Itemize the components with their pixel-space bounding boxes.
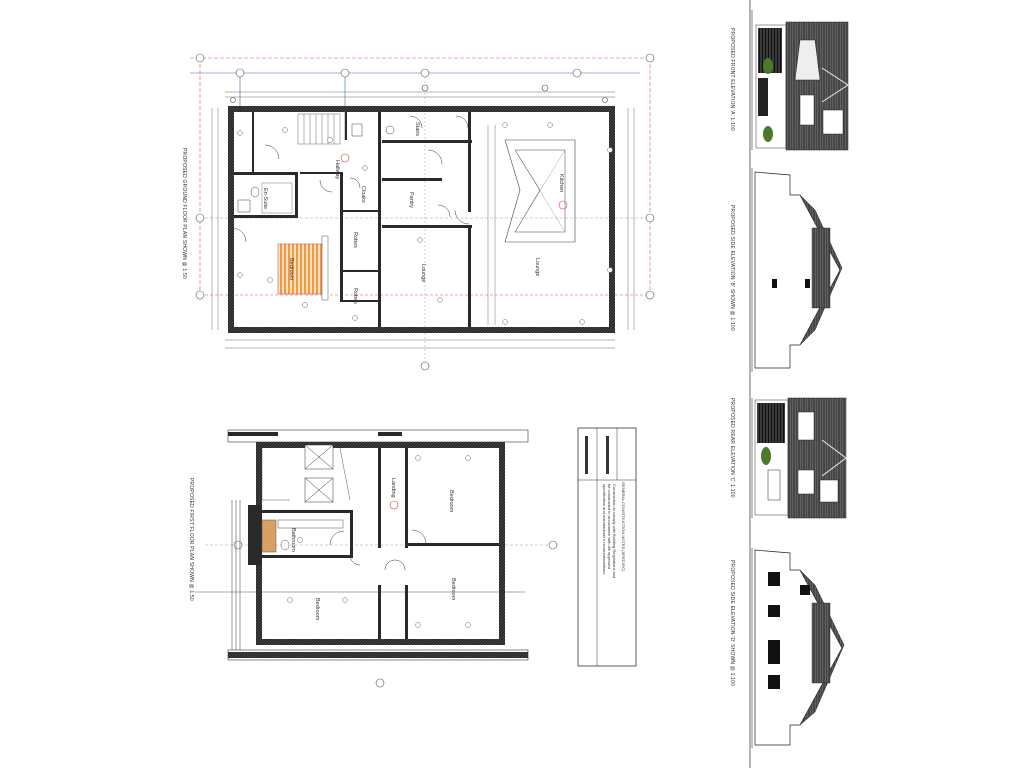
- room-label-lounge-2: Lounge: [534, 258, 540, 276]
- room-label-bedroom-se: Bedroom: [450, 578, 456, 601]
- notes-line-2: be constructed in accordance with the ap…: [607, 484, 612, 569]
- room-label-landing: Landing: [390, 478, 396, 498]
- construction-notes-box: GENERAL CONSTRUCTION NOTES (SPECIFIC) Co…: [577, 427, 637, 667]
- room-label-lounge-1: Lounge: [420, 264, 426, 282]
- side-elevation-b-title: PROPOSED SIDE ELEVATION 'B' SHOWN @ 1:10…: [729, 205, 735, 331]
- room-label-robes-1: Robes: [352, 232, 358, 248]
- room-label-cloaks: Cloaks: [360, 186, 366, 203]
- front-elevation-title: PROPOSED FRONT ELEVATION 'A' 1:100: [729, 28, 735, 131]
- side-elevation-d-title: PROPOSED SIDE ELEVATION 'D' SHOWN @ 1:10…: [729, 560, 735, 686]
- ground-floor-plan-title: PROPOSED GROUND FLOOR PLAN SHOWN @ 1:50: [181, 148, 187, 279]
- room-label-stairs: Stairs: [414, 122, 420, 136]
- notes-line-1: Construction to comply with Building Reg…: [612, 484, 617, 578]
- bath-icon: [261, 519, 277, 553]
- first-floor-plan: Landing Bedroom Bedroom Bathroom Bedroom…: [188, 429, 558, 688]
- room-label-bathroom: Bathroom: [290, 528, 296, 552]
- room-label-ensuite: En-Suite: [262, 188, 268, 209]
- room-label-pantry: Pantry: [408, 192, 414, 208]
- ground-floor-plan: Hallway Stairs En-Suite Cloaks Pantry Ki…: [181, 53, 655, 371]
- side-elevation-b: PROPOSED SIDE ELEVATION 'B' SHOWN @ 1:10…: [729, 168, 843, 372]
- rear-elevation: PROPOSED REAR ELEVATION 'C' 1:100: [729, 397, 847, 519]
- first-floor-plan-title: PROPOSED FIRST FLOOR PLAN SHOWN @ 1:50: [188, 478, 194, 601]
- rear-elevation-title: PROPOSED REAR ELEVATION 'C' 1:100: [729, 398, 735, 498]
- bed-icon: [277, 243, 323, 295]
- room-label-robes-2: Robes: [352, 288, 358, 304]
- room-label-hallway: Hallway: [334, 160, 340, 180]
- notes-line-3: specification and manufacturer's recomme…: [602, 484, 607, 575]
- room-label-kitchen: Kitchen: [558, 174, 564, 192]
- notes-heading: GENERAL CONSTRUCTION NOTES (SPECIFIC): [621, 482, 626, 572]
- room-label-bedroom-w: Bedroom: [314, 598, 320, 621]
- room-label-bedroom-ne: Bedroom: [448, 490, 454, 513]
- side-elevation-d: PROPOSED SIDE ELEVATION 'D' SHOWN @ 1:10…: [729, 548, 845, 748]
- front-elevation: PROPOSED FRONT ELEVATION 'A' 1:100: [729, 10, 849, 151]
- room-label-bedroom: Bedroom: [288, 258, 294, 281]
